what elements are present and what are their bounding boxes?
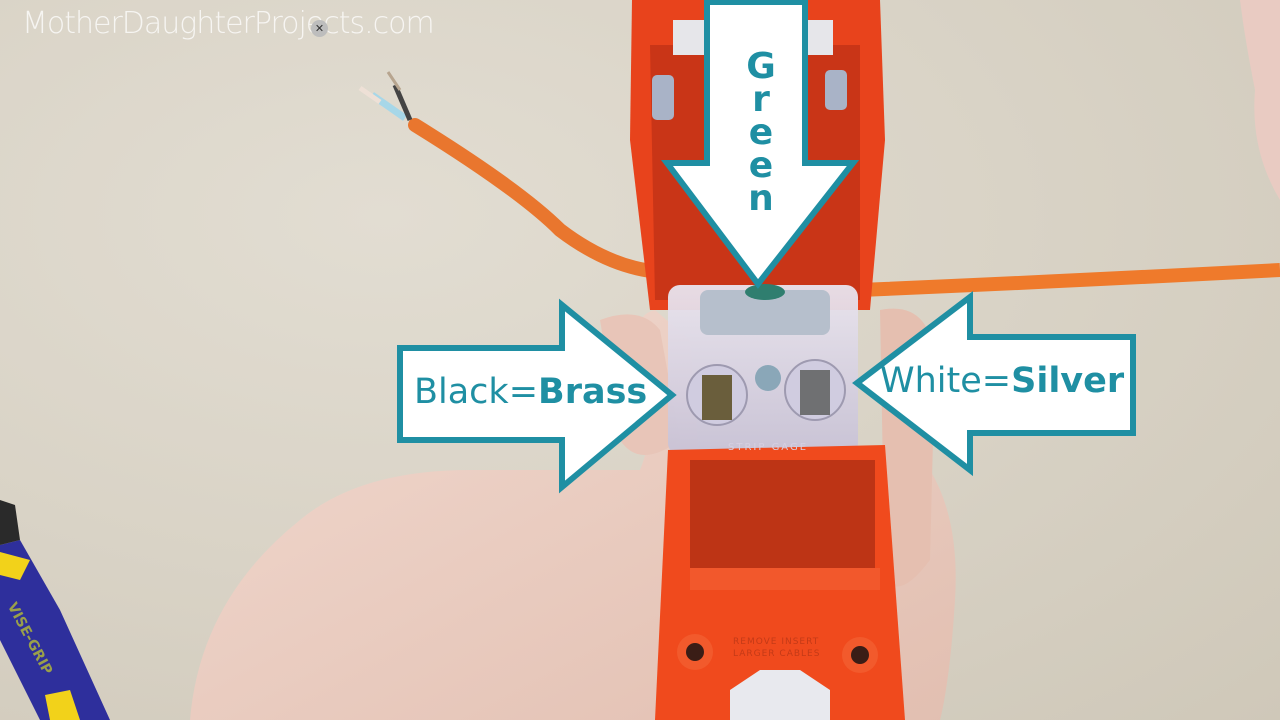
arrow-down-green: [660, 0, 860, 289]
strip-gage-marking: STRIP GAGE: [728, 442, 809, 453]
white-silver-label: White=Silver: [880, 361, 1125, 401]
green-label: G r e e n: [746, 46, 776, 219]
remove-insert-marking: REMOVE INSERT LARGER CABLES: [733, 637, 821, 659]
silver-screw: [800, 370, 830, 415]
cord-right: [859, 263, 1280, 297]
brass-screw: [702, 375, 732, 420]
arrow-right-black: [397, 298, 677, 494]
watermark: MotherDaughterProjects.com: [22, 6, 435, 41]
clear-terminal-insert: [668, 284, 858, 455]
vise-grip-tool: [0, 500, 110, 720]
arrow-left-white: [852, 290, 1136, 477]
screw-right: [825, 70, 847, 110]
right-hand-edge: [1240, 0, 1280, 200]
black-brass-label: Black=Brass: [414, 372, 648, 412]
cord-loose-end: [358, 71, 667, 279]
screw-left: [652, 75, 674, 120]
close-icon[interactable]: ✕: [311, 20, 328, 37]
plug-bottom-half: [655, 445, 905, 720]
green-screw: [745, 284, 785, 300]
